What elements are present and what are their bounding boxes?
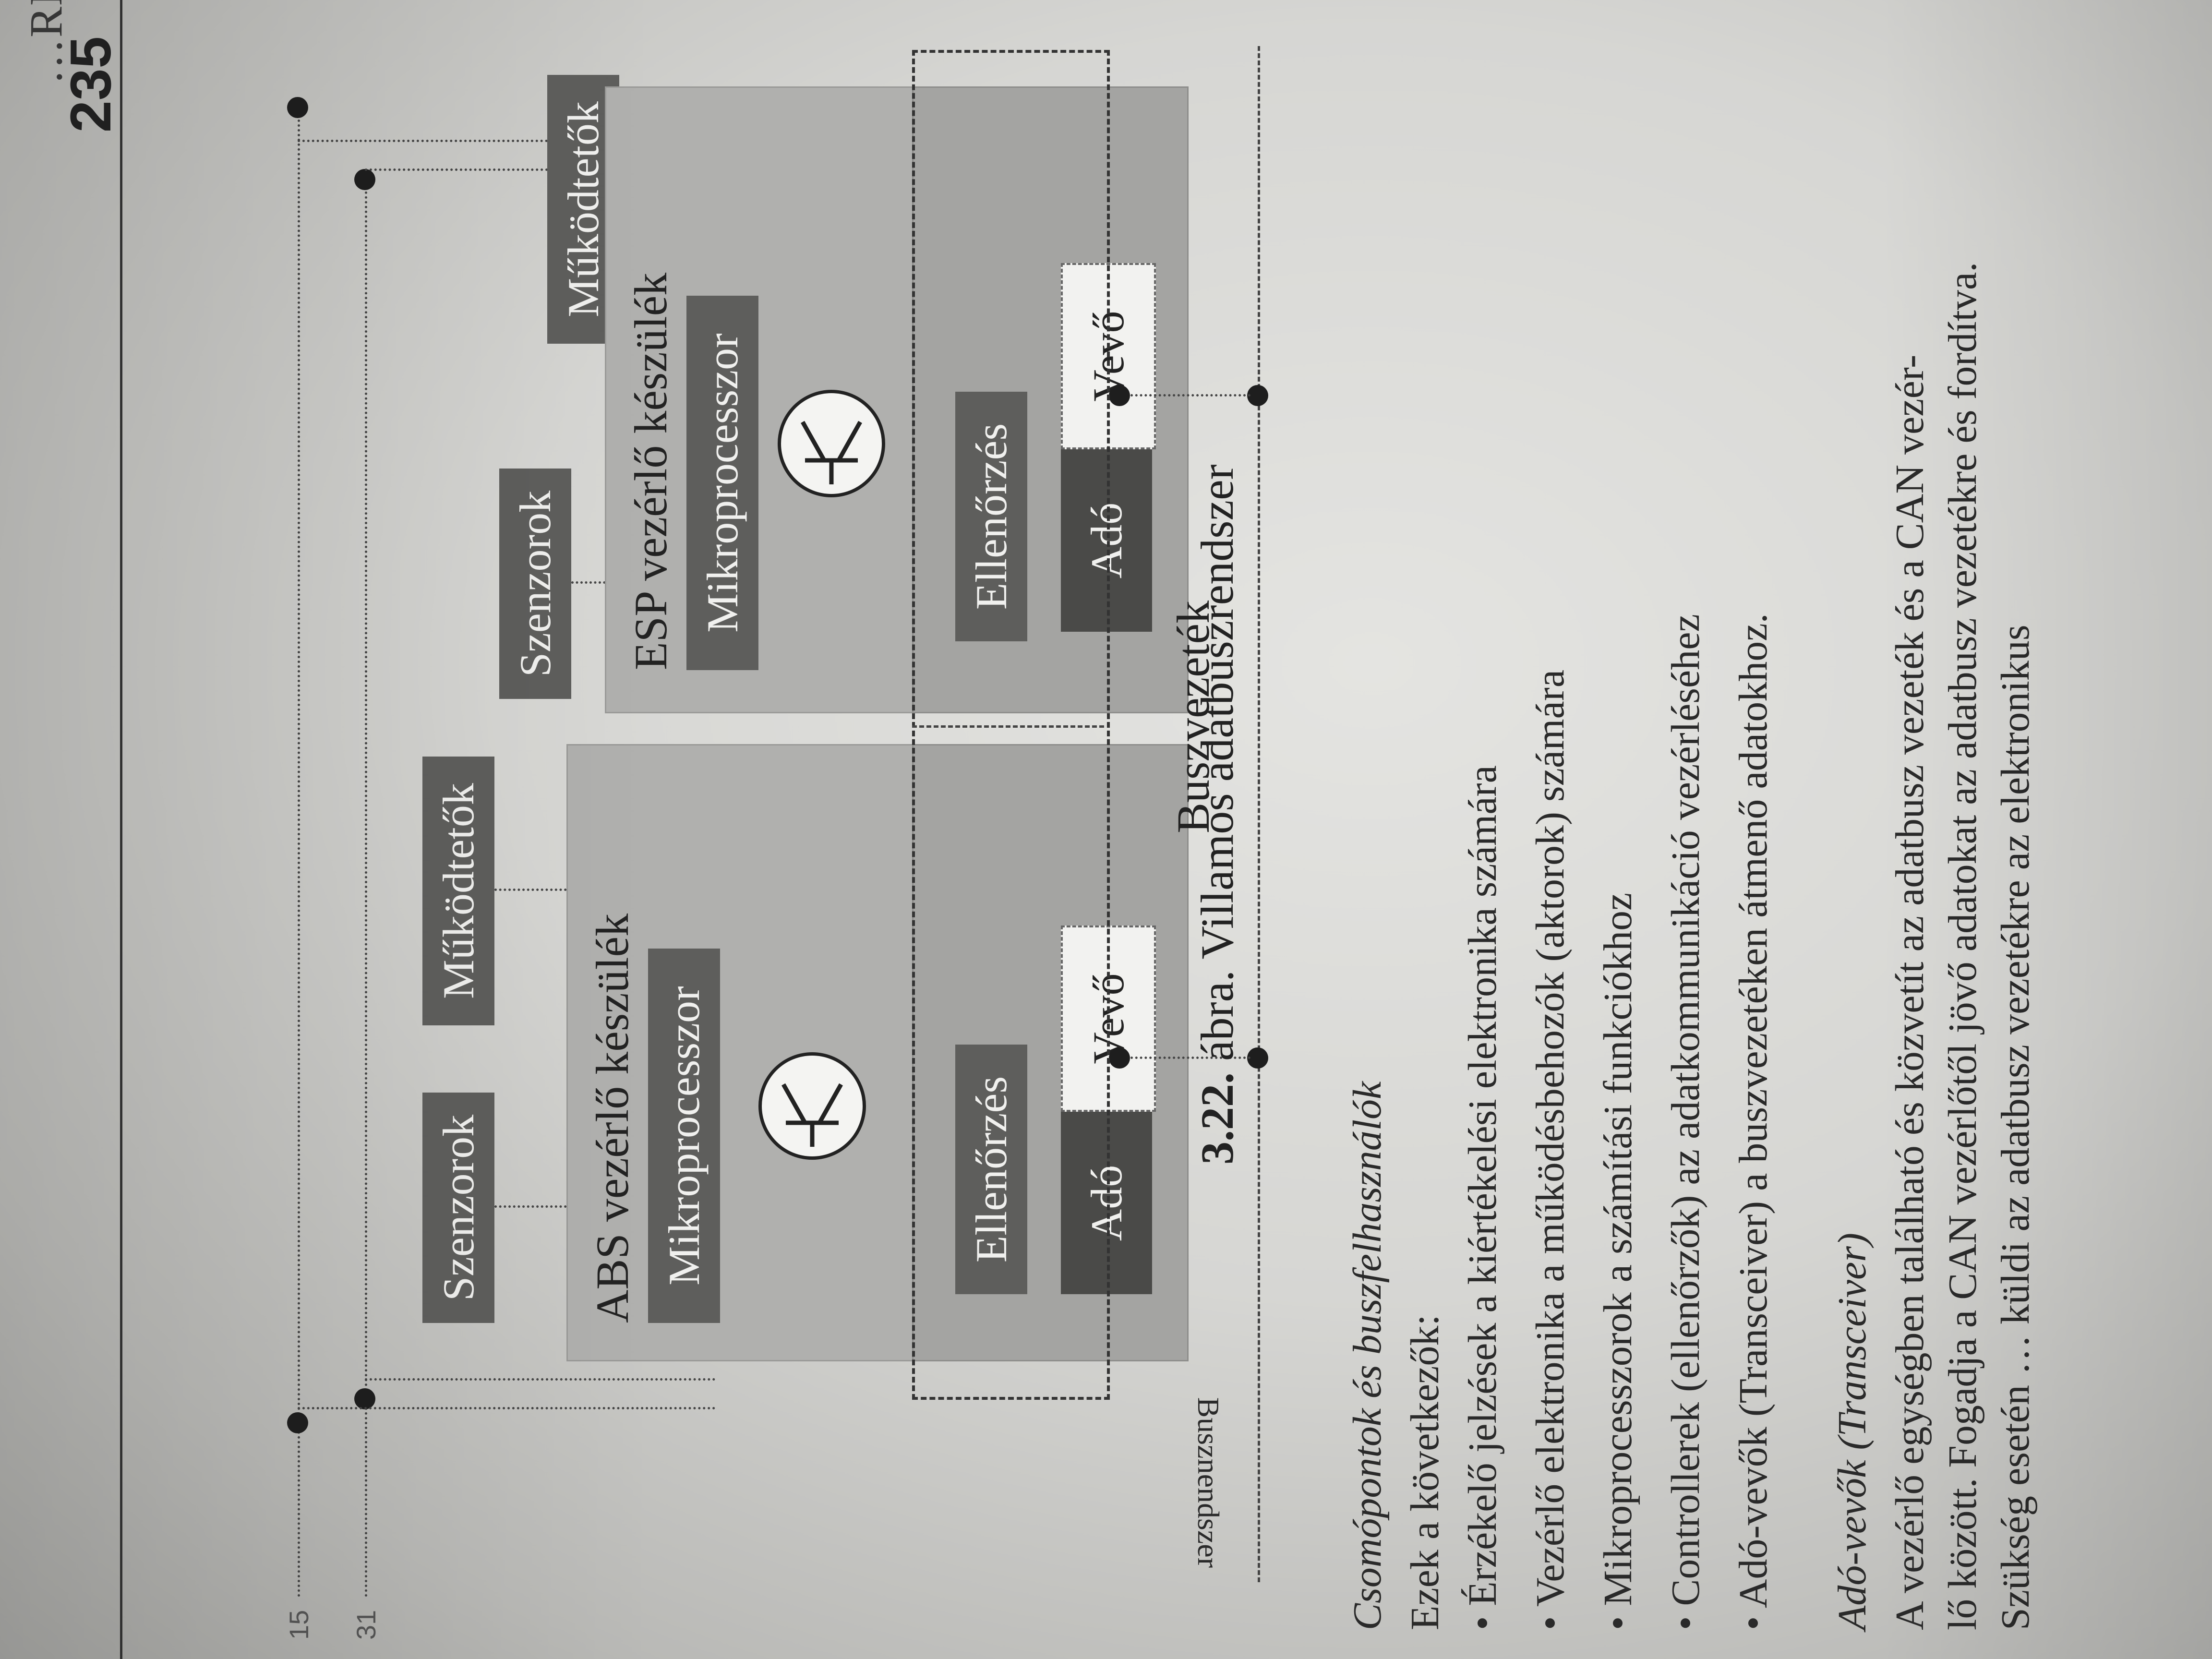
esp-microprocessor: Mikroprocesszor — [686, 296, 758, 670]
bullet-item: • Controllerek (ellenőrzők) az adatkommu… — [1663, 614, 1708, 1630]
bullet-item: • Vezérlő elektronika a működésbehozók (… — [1528, 669, 1573, 1630]
bus-center-divider — [912, 725, 1104, 728]
abs-control-unit-title: ABS vezérlő készülék — [587, 913, 638, 1323]
supply-line-31 — [365, 180, 367, 1597]
intro-line: Ezek a következők: — [1403, 1314, 1447, 1630]
esp-transistor-icon — [778, 390, 885, 497]
subheading: Adó-vevők (Transceiver) — [1830, 1233, 1875, 1630]
line-31-label: 31 — [351, 1610, 381, 1640]
abs-transistor-icon — [758, 1052, 866, 1160]
line-15-node-left — [287, 1412, 308, 1433]
bus-system-label: Busznendszer — [1191, 1397, 1226, 1568]
bullet-item: • Mikroprocesszorok a számítási funkciók… — [1596, 892, 1640, 1630]
esp-bus-node — [1109, 385, 1130, 406]
abs-actuators-wire — [494, 889, 571, 891]
header-rule — [120, 0, 122, 1659]
figure-caption: 3.22. ábra. Villamos adatbuszrendszer — [1190, 464, 1244, 1165]
line-15-label: 15 — [284, 1610, 314, 1640]
esp-bus-tap — [1130, 394, 1250, 397]
figure-caption-text: ábra. Villamos adatbuszrendszer — [1191, 464, 1243, 1061]
abs-supply-drop-1 — [298, 1407, 715, 1409]
bus-line — [1258, 46, 1260, 1582]
abs-sensors-wire — [494, 1205, 571, 1208]
supply-line-15 — [298, 104, 300, 1597]
line-15-node-right — [287, 97, 308, 118]
bullet-list: • Érzékelő jelzések a kiértékelési elekt… — [1459, 613, 1777, 1630]
line-31-node-right — [354, 169, 375, 190]
abs-bus-node — [1109, 1047, 1130, 1069]
bullet-item: • Adó-vevők (Transceiver) a buszvezetéke… — [1731, 613, 1776, 1630]
abs-actuators-tag: Működtetők — [422, 757, 494, 1025]
paragraph-line-3: Szükség esetén … küldi az adatbusz vezet… — [1993, 625, 2038, 1630]
paragraph-line-2: lő között. Fogadja a CAN vezérlőtől jövő… — [1940, 262, 1985, 1630]
bus-system-frame — [912, 50, 1110, 1400]
bullet-item: • Érzékelő jelzések a kiértékelési elekt… — [1460, 765, 1505, 1630]
figure-caption-number: 3.22. — [1191, 1072, 1243, 1165]
abs-sensors-tag: Szenzorok — [422, 1093, 494, 1323]
abs-supply-drop-2 — [365, 1378, 715, 1381]
figure-bus-system: 15 31 Szenzorok Működtetők Szenzorok Műk… — [125, 0, 1268, 1659]
page-number: 235 — [59, 36, 123, 132]
section-heading: Csomópontok és buszfelhasználók — [1345, 1081, 1390, 1630]
esp-control-unit-title: ESP vezérlő készülék — [625, 272, 676, 670]
line-31-node-left — [354, 1388, 375, 1409]
esp-sensors-tag: Szenzorok — [499, 469, 571, 699]
abs-microprocessor: Mikroprocesszor — [648, 949, 720, 1323]
paragraph-line-1: A vezérlő egységben található és közvetí… — [1887, 354, 1932, 1630]
